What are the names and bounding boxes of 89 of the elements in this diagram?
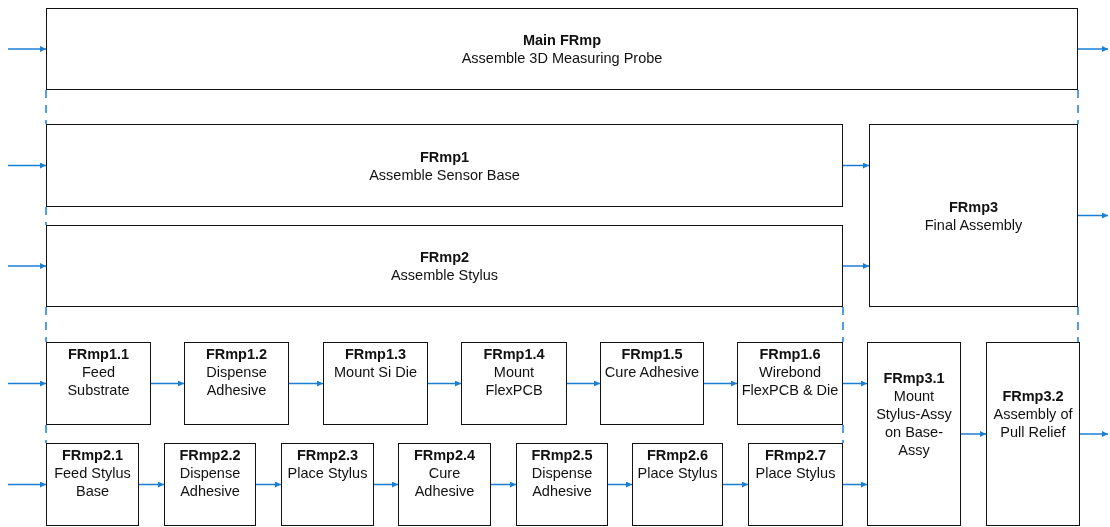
process-box xyxy=(600,342,704,425)
process-id: FRmp2.5 xyxy=(531,446,593,464)
arrow xyxy=(7,263,47,269)
process-id: FRmp1.2 xyxy=(205,345,268,363)
process-box xyxy=(46,225,843,307)
arrow xyxy=(607,481,633,488)
process-label: Final Assembly xyxy=(924,215,1023,234)
process-label: Dispense Adhesive xyxy=(530,464,594,500)
process-box xyxy=(737,342,843,425)
arrow xyxy=(842,380,868,387)
process-box xyxy=(46,342,151,425)
process-box xyxy=(867,342,961,526)
arrow xyxy=(7,481,47,488)
process-id: FRmp1.1 xyxy=(67,345,130,363)
process-id: FRmp2.4 xyxy=(413,446,476,464)
process-label: Assemble 3D Measuring Probe xyxy=(461,49,663,67)
arrow xyxy=(138,481,165,488)
process-id: FRmp1.5 xyxy=(621,345,683,363)
process-label: Assembly of Pull Relief xyxy=(992,405,1074,441)
process-id: FRmp2.2 xyxy=(179,446,241,464)
process-id: FRmp1.3 xyxy=(344,345,407,363)
process-box xyxy=(323,342,428,425)
arrow xyxy=(842,263,870,269)
process-label: Feed Substrate xyxy=(66,363,131,399)
dashed-line xyxy=(842,306,844,343)
process-box xyxy=(632,443,723,526)
dashed-line xyxy=(1077,306,1079,343)
arrow xyxy=(288,380,324,387)
process-id: FRmp2 xyxy=(419,248,470,266)
arrow xyxy=(842,481,868,488)
process-box xyxy=(46,443,139,526)
process-box xyxy=(461,342,567,425)
process-label: Cure Adhesive xyxy=(413,464,476,500)
process-box xyxy=(516,443,608,526)
process-id: FRmp3.2 xyxy=(1002,387,1064,405)
process-label: Mount Stylus-Assy on Base-Assy xyxy=(875,387,953,459)
process-id: Main FRmp xyxy=(522,31,602,49)
process-label: Mount FlexPCB xyxy=(484,363,544,399)
process-id: FRmp2.1 xyxy=(61,446,124,464)
arrow xyxy=(842,162,870,169)
process-label: Wirebond FlexPCB & Die xyxy=(741,363,839,399)
process-id: FRmp3 xyxy=(948,197,999,216)
arrow xyxy=(7,162,47,169)
process-label: Place Stylus xyxy=(287,464,368,482)
process-label: Feed Stylus Base xyxy=(53,464,132,500)
process-id: FRmp1.6 xyxy=(759,345,821,363)
arrow xyxy=(1077,212,1109,219)
process-label: Dispense Adhesive xyxy=(178,464,242,500)
process-box xyxy=(398,443,491,526)
process-box xyxy=(184,342,289,425)
arrow xyxy=(703,380,738,387)
process-label: Place Stylus xyxy=(755,464,836,482)
process-label: Assemble Sensor Base xyxy=(369,165,520,184)
arrow xyxy=(7,46,47,52)
process-box xyxy=(281,443,374,526)
process-box xyxy=(164,443,256,526)
process-id: FRmp3.1 xyxy=(883,369,945,387)
arrow xyxy=(566,380,601,387)
arrow xyxy=(1079,431,1109,437)
dashed-line xyxy=(45,306,47,343)
process-label: Dispense Adhesive xyxy=(205,363,268,399)
process-box xyxy=(748,443,843,526)
process-id: FRmp1 xyxy=(419,147,470,166)
arrow xyxy=(373,481,399,488)
process-id: FRmp2.6 xyxy=(646,446,709,464)
arrow xyxy=(255,481,282,488)
arrow xyxy=(427,380,462,387)
arrow xyxy=(7,380,47,387)
process-box xyxy=(986,342,1080,526)
process-box xyxy=(46,124,843,207)
process-id: FRmp2.3 xyxy=(296,446,359,464)
arrow xyxy=(490,481,517,488)
arrow xyxy=(960,431,987,437)
process-label: Cure Adhesive xyxy=(604,363,700,381)
process-label: Assemble Stylus xyxy=(390,266,499,284)
dashed-line xyxy=(1077,89,1079,125)
dashed-line xyxy=(45,206,47,226)
dashed-line xyxy=(45,424,47,444)
process-box xyxy=(869,124,1078,307)
process-id: FRmp1.4 xyxy=(483,345,545,363)
arrow xyxy=(722,481,749,488)
dashed-line xyxy=(842,424,844,444)
arrow xyxy=(1077,46,1109,52)
process-label: Place Stylus xyxy=(637,464,718,482)
dashed-line xyxy=(45,89,47,125)
process-label: Mount Si Die xyxy=(334,363,417,381)
process-id: FRmp2.7 xyxy=(764,446,827,464)
arrow xyxy=(150,380,185,387)
process-box xyxy=(46,8,1078,90)
